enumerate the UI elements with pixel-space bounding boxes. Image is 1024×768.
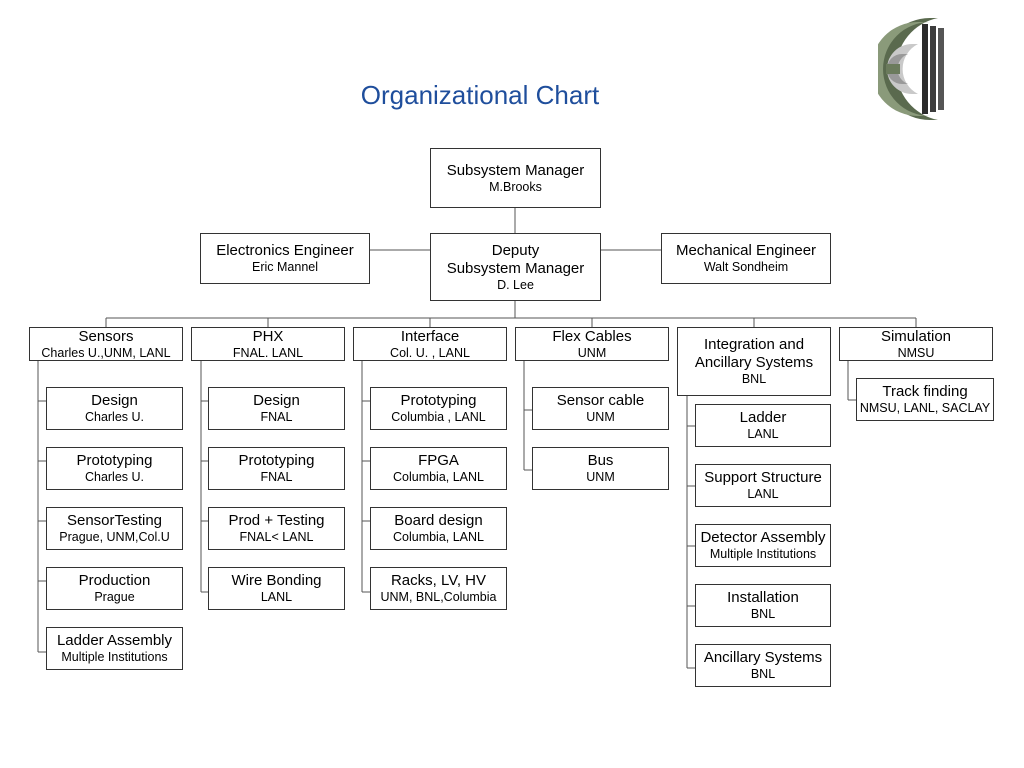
task-box: Production Prague (46, 567, 183, 610)
task-box: Sensor cable UNM (532, 387, 669, 430)
subsystem-manager-box: Subsystem Manager M.Brooks (430, 148, 601, 208)
task-org: BNL (750, 607, 776, 621)
task-name: Ancillary Systems (703, 649, 823, 666)
detector-graphic-icon (878, 18, 944, 120)
task-org: Prague (94, 590, 135, 604)
group-box-phx: PHX FNAL. LANL (191, 327, 345, 361)
node-org: Walt Sondheim (703, 260, 789, 274)
task-org: Columbia, LANL (392, 530, 484, 544)
task-box: Prototyping FNAL (208, 447, 345, 490)
task-org: FNAL< LANL (239, 530, 314, 544)
task-name: Sensor cable (556, 392, 645, 409)
task-box: FPGA Columbia, LANL (370, 447, 507, 490)
node-org: M.Brooks (489, 179, 542, 194)
node-org: NMSU (897, 345, 935, 360)
task-org: Multiple Institutions (61, 650, 168, 664)
task-name: Ladder (739, 409, 787, 426)
task-org: UNM (586, 410, 615, 424)
node-name-line2: Ancillary Systems (694, 354, 814, 371)
group-box-flex-cables: Flex Cables UNM (515, 327, 669, 361)
node-name: Simulation (880, 327, 952, 345)
task-name: Installation (727, 589, 799, 606)
task-box: Board design Columbia, LANL (370, 507, 507, 550)
task-box: Ancillary Systems BNL (695, 644, 831, 687)
task-box: Prototyping Charles U. (46, 447, 183, 490)
task-org: LANL (747, 487, 779, 501)
task-box: Wire Bonding LANL (208, 567, 345, 610)
task-name: Wire Bonding (231, 572, 322, 589)
task-box: Ladder Assembly Multiple Institutions (46, 627, 183, 670)
task-box: Ladder LANL (695, 404, 831, 447)
group-box-sensors: Sensors Charles U.,UNM, LANL (29, 327, 183, 361)
task-org: Charles U. (84, 470, 145, 484)
task-name: Track finding (882, 383, 968, 400)
task-name: Prototyping (238, 452, 315, 469)
task-org: BNL (750, 667, 776, 681)
task-org: Columbia , LANL (391, 410, 486, 424)
task-box: Design Charles U. (46, 387, 183, 430)
task-org: Charles U. (84, 410, 145, 424)
mechanical-engineer-box: Mechanical Engineer Walt Sondheim (661, 233, 831, 284)
task-name: Support Structure (704, 469, 822, 486)
node-org: BNL (741, 372, 767, 386)
task-name: Design (91, 392, 138, 409)
task-name: Prototyping (400, 392, 477, 409)
node-name: Sensors (78, 327, 134, 345)
task-box: Bus UNM (532, 447, 669, 490)
task-box: Track finding NMSU, LANL, SACLAY (856, 378, 994, 421)
node-name-line2: Subsystem Manager (446, 259, 585, 277)
task-name: Detector Assembly (700, 529, 826, 546)
task-name: Bus (587, 452, 614, 469)
task-name: Racks, LV, HV (390, 572, 487, 589)
task-name: Design (253, 392, 300, 409)
task-box: Detector Assembly Multiple Institutions (695, 524, 831, 567)
group-box-simulation: Simulation NMSU (839, 327, 993, 361)
task-name: SensorTesting (66, 512, 163, 529)
node-name-line1: Integration and (703, 336, 805, 353)
node-name: Mechanical Engineer (675, 242, 817, 259)
node-org: D. Lee (497, 277, 534, 292)
node-org: FNAL. LANL (232, 345, 304, 360)
task-box: Racks, LV, HV UNM, BNL,Columbia (370, 567, 507, 610)
task-name: Production (78, 572, 151, 589)
task-org: Prague, UNM,Col.U (59, 530, 170, 544)
task-name: Prototyping (76, 452, 153, 469)
task-box: Prototyping Columbia , LANL (370, 387, 507, 430)
page-title: Organizational Chart (360, 80, 600, 110)
group-box-integration: Integration and Ancillary Systems BNL (677, 327, 831, 396)
task-box: SensorTesting Prague, UNM,Col.U (46, 507, 183, 550)
task-org: FNAL (260, 470, 293, 484)
task-name: FPGA (418, 452, 459, 469)
task-name: Board design (394, 512, 483, 529)
node-name-line1: Deputy (491, 241, 540, 259)
task-org: Columbia, LANL (392, 470, 484, 484)
task-box: Installation BNL (695, 584, 831, 627)
node-org: Charles U.,UNM, LANL (41, 345, 171, 360)
node-org: Col. U. , LANL (390, 345, 470, 360)
task-org: FNAL (260, 410, 293, 424)
task-box: Support Structure LANL (695, 464, 831, 507)
node-name: Electronics Engineer (216, 242, 354, 259)
task-box: Design FNAL (208, 387, 345, 430)
task-org: NMSU, LANL, SACLAY (859, 401, 991, 415)
node-name: Subsystem Manager (446, 161, 585, 179)
group-box-interface: Interface Col. U. , LANL (353, 327, 507, 361)
deputy-manager-box: Deputy Subsystem Manager D. Lee (430, 233, 601, 301)
node-name: Interface (400, 327, 460, 345)
task-org: LANL (747, 427, 779, 441)
node-name: Flex Cables (552, 327, 632, 345)
task-org: LANL (260, 590, 293, 604)
node-name: PHX (252, 327, 284, 345)
task-box: Prod + Testing FNAL< LANL (208, 507, 345, 550)
node-org: Eric Mannel (252, 260, 318, 274)
task-org: UNM, BNL,Columbia (380, 590, 497, 604)
task-org: UNM (586, 470, 615, 484)
task-name: Ladder Assembly (56, 632, 173, 649)
task-name: Prod + Testing (228, 512, 325, 529)
task-org: Multiple Institutions (709, 547, 817, 561)
node-org: UNM (577, 345, 607, 360)
electronics-engineer-box: Electronics Engineer Eric Mannel (200, 233, 370, 284)
